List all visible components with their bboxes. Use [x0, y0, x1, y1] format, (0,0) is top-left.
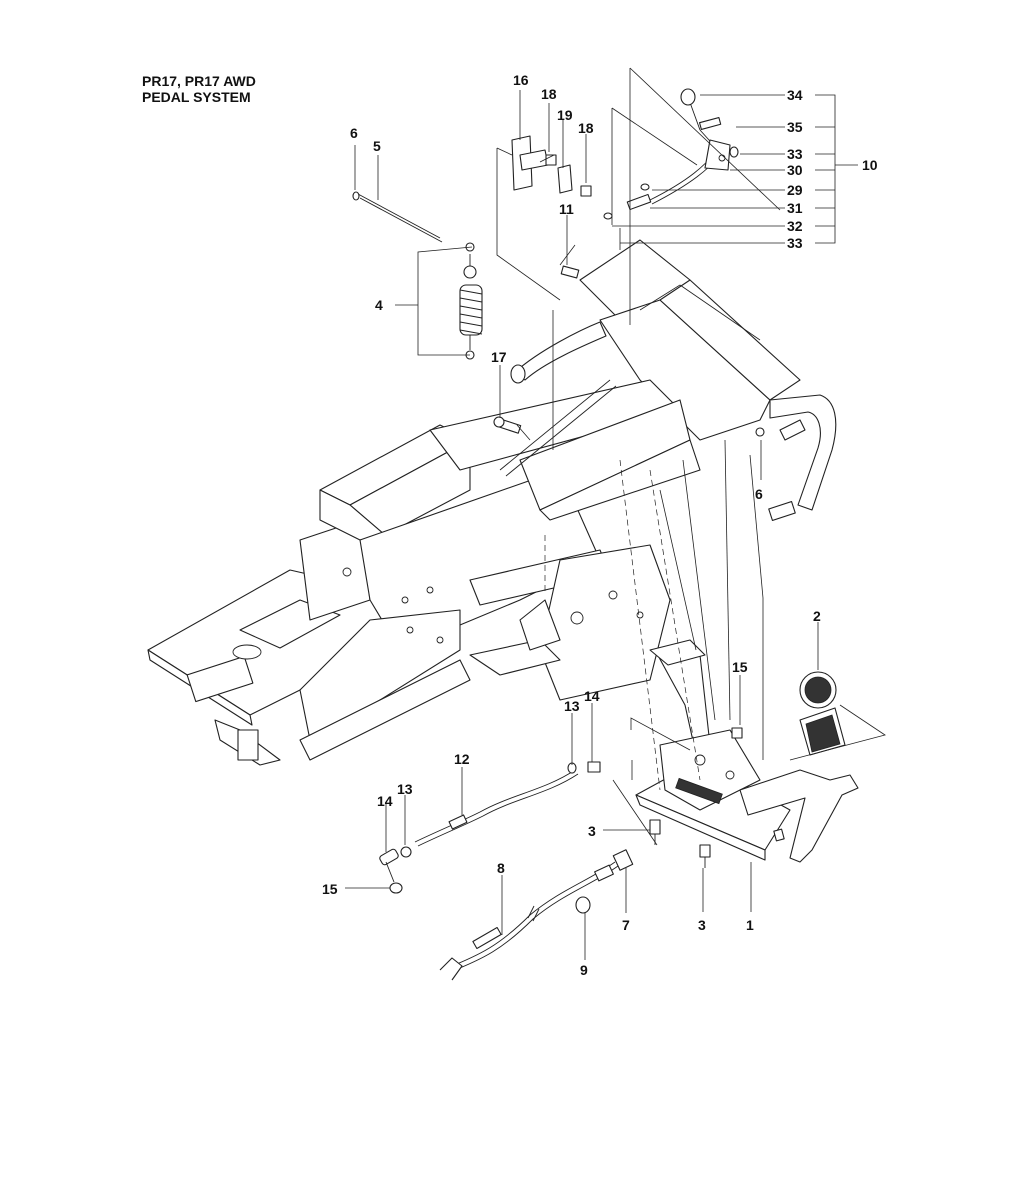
callout-19: 19 — [557, 107, 573, 123]
callout-34: 34 — [787, 87, 803, 103]
spring-and-rod — [352, 191, 483, 360]
callout-8: 8 — [497, 860, 505, 876]
callout-7: 7 — [622, 917, 630, 933]
callout-31: 31 — [787, 200, 803, 216]
linkage-group-10 — [493, 88, 765, 739]
cables — [379, 761, 711, 981]
callout-3: 3 — [588, 823, 596, 839]
callout-17: 17 — [491, 349, 507, 365]
callout-10: 10 — [862, 157, 878, 173]
callout-13-left: 13 — [397, 781, 413, 797]
callout-29: 29 — [787, 182, 803, 198]
callout-labels: 34 35 33 30 29 31 32 33 10 16 18 19 18 1… — [322, 72, 878, 978]
callout-15-left: 15 — [322, 881, 338, 897]
callout-13: 13 — [564, 698, 580, 714]
frame-chassis — [147, 424, 671, 766]
pedal-assembly — [635, 639, 859, 863]
callout-35: 35 — [787, 119, 803, 135]
leader-lines — [345, 67, 886, 960]
callout-9: 9 — [580, 962, 588, 978]
callout-18-right: 18 — [578, 120, 594, 136]
callout-14-left: 14 — [377, 793, 393, 809]
callout-5: 5 — [373, 138, 381, 154]
callout-32: 32 — [787, 218, 803, 234]
callout-14: 14 — [584, 688, 600, 704]
callout-33: 33 — [787, 146, 803, 162]
callout-2: 2 — [813, 608, 821, 624]
callout-12: 12 — [454, 751, 470, 767]
callout-6: 6 — [350, 125, 358, 141]
diagram-title: PR17, PR17 AWD PEDAL SYSTEM — [142, 73, 256, 105]
callout-18: 18 — [541, 86, 557, 102]
callout-6-right: 6 — [755, 486, 763, 502]
callout-15: 15 — [732, 659, 748, 675]
title-line-1: PR17, PR17 AWD — [142, 73, 256, 89]
callout-1: 1 — [746, 917, 754, 933]
title-line-2: PEDAL SYSTEM — [142, 89, 251, 105]
callout-33-lower: 33 — [787, 235, 803, 251]
callout-30: 30 — [787, 162, 803, 178]
callout-16: 16 — [513, 72, 529, 88]
callout-11: 11 — [559, 201, 574, 217]
callout-3-lower: 3 — [698, 917, 706, 933]
callout-4: 4 — [375, 297, 383, 313]
steering-console — [429, 239, 837, 521]
